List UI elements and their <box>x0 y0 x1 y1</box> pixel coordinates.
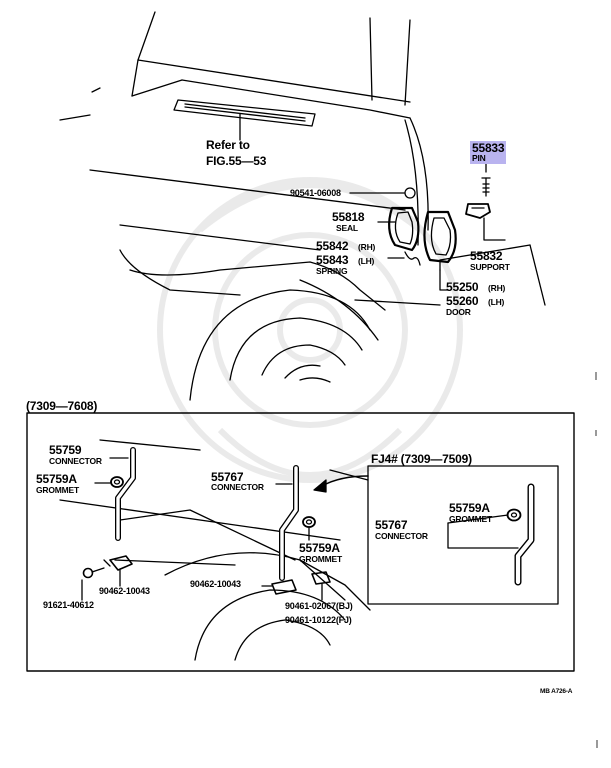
margin-marks <box>595 372 598 748</box>
part-55759a-inset-name: GROMMET <box>449 514 492 524</box>
part-55250-number[interactable]: 55250 <box>446 280 479 294</box>
grommet-55759a-left <box>94 476 124 488</box>
clamp-and-bolt-left <box>81 555 133 601</box>
part-55759a-inset-number[interactable]: 55759A <box>449 501 490 515</box>
upper-wheel <box>189 289 371 401</box>
part-55759-number[interactable]: 55759 <box>49 443 82 457</box>
part-90462-middle-label[interactable]: 90462-10043 <box>190 579 241 589</box>
part-90461-fj-label[interactable]: 90461-10122(FJ) <box>285 615 352 625</box>
part-91621-label[interactable]: 91621-40612 <box>43 600 94 610</box>
part-55833-highlight[interactable]: 55833 PIN <box>470 141 507 164</box>
inset-arrow <box>313 475 369 493</box>
part-55759a-left-name: GROMMET <box>36 485 79 495</box>
part-55833-number: 55833 <box>472 141 505 155</box>
part-55767-inset-number[interactable]: 55767 <box>375 518 408 532</box>
part-55260-number[interactable]: 55260 <box>446 294 479 308</box>
part-90462-left-label[interactable]: 90462-10043 <box>99 586 150 596</box>
part-55767-name: CONNECTOR <box>211 482 264 492</box>
connector-55767-middle <box>275 465 299 581</box>
clamps-middle <box>261 571 331 601</box>
part-55843-side: (LH) <box>358 256 375 266</box>
part-55818-name: SEAL <box>336 223 358 233</box>
support-and-pin <box>465 159 506 241</box>
range-main-label: (7309—7608) <box>26 399 98 413</box>
part-55843-name: SPRING <box>316 266 348 276</box>
connector-55767-inset <box>447 483 535 586</box>
connector-55759 <box>109 447 136 541</box>
part-55818-number[interactable]: 55818 <box>332 210 365 224</box>
part-55759-name: CONNECTOR <box>49 456 102 466</box>
fj4-inset-frame <box>367 465 559 605</box>
part-55260-side: (LH) <box>488 297 505 307</box>
part-55260-name: DOOR <box>446 307 471 317</box>
fj4-range-label: FJ4# (7309—7509) <box>371 452 472 466</box>
figure-reference-code: MB A726-A <box>540 688 573 695</box>
detail-body-outline <box>59 439 371 661</box>
vehicle-body-outline <box>59 11 546 341</box>
watermark-emblem <box>157 177 463 483</box>
fuel-door-assembly <box>349 187 457 291</box>
part-90461-bj-label[interactable]: 90461-02067(BJ) <box>285 601 353 611</box>
part-55832-number[interactable]: 55832 <box>470 249 503 263</box>
part-90541-label[interactable]: 90541-06008 <box>290 188 341 198</box>
vent-grille <box>173 99 316 141</box>
part-55833-name: PIN <box>472 153 486 163</box>
refer-fig-link[interactable]: FIG.55—53 <box>206 154 267 168</box>
part-55842-side: (RH) <box>358 242 376 252</box>
part-55832-name: SUPPORT <box>470 262 510 272</box>
grommet-55759a-middle <box>302 516 316 541</box>
part-55759a-left-number[interactable]: 55759A <box>36 472 77 486</box>
part-55759a-middle-number[interactable]: 55759A <box>299 541 340 555</box>
detail-frame <box>26 412 575 672</box>
part-55767-number[interactable]: 55767 <box>211 470 244 484</box>
part-55767-inset-name: CONNECTOR <box>375 531 428 541</box>
refer-to-text: Refer to <box>206 138 250 152</box>
part-55842-number[interactable]: 55842 <box>316 239 349 253</box>
part-55250-side: (RH) <box>488 283 506 293</box>
part-55759a-middle-name: GROMMET <box>299 554 342 564</box>
part-55843-number[interactable]: 55843 <box>316 253 349 267</box>
